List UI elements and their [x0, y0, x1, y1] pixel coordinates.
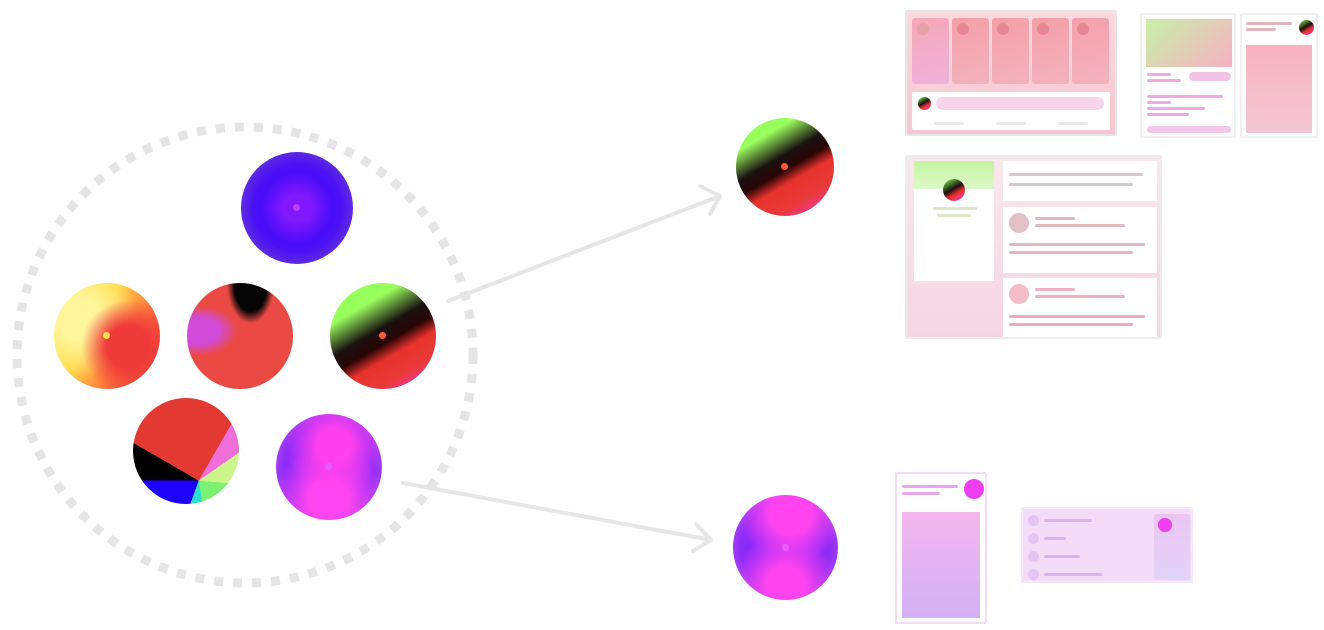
mockup-product-image	[1146, 19, 1232, 67]
mockup-text-line	[902, 485, 958, 488]
mockup-post-card	[1003, 207, 1157, 273]
mockup-text-line	[1147, 95, 1223, 98]
mockup-nav-line	[996, 122, 1026, 125]
palette-orb-green	[330, 283, 436, 389]
arrow-to-green-theme	[446, 184, 722, 303]
orb-center-dot	[103, 332, 110, 339]
mockup-text-line	[1246, 28, 1276, 31]
mockup-text-line	[933, 207, 977, 210]
mockup-nav-line	[934, 122, 964, 125]
mockup-card-dashboard	[905, 155, 1162, 339]
mockup-text-line	[1035, 288, 1075, 291]
mockup-post-card	[1003, 278, 1157, 337]
mockup-text-line	[1147, 113, 1189, 116]
mockup-text-line	[1035, 224, 1125, 227]
palette-dashed-ring	[12, 122, 478, 588]
mockup-text-line	[1044, 519, 1092, 522]
mockup-card-profile	[1240, 13, 1318, 138]
mockup-text-line	[1009, 183, 1133, 186]
mockup-tile-dot	[1037, 23, 1049, 35]
mockup-card-list	[1021, 507, 1193, 583]
mockup-avatar-icon	[1299, 20, 1314, 35]
mockup-list-dot	[1028, 533, 1039, 544]
mockup-text-line	[1147, 79, 1181, 82]
mockup-text-line	[1044, 555, 1080, 558]
mockup-content-panel	[1246, 45, 1312, 133]
mockup-button	[1189, 72, 1231, 81]
palette-orb-purple	[276, 414, 382, 520]
mockup-nav-line	[1058, 122, 1088, 125]
palette-orb-red	[187, 283, 293, 389]
mockup-card-tiles	[905, 10, 1117, 136]
mockup-card-product	[1140, 13, 1236, 138]
mockup-text-line	[1009, 251, 1133, 254]
mockup-header-panel	[1003, 161, 1157, 201]
mockup-text-line	[1009, 173, 1143, 176]
mockup-cta-bar	[1147, 126, 1231, 133]
mockup-tile-dot	[997, 23, 1009, 35]
palette-orb-multicolor	[133, 398, 239, 504]
mockup-text-line	[937, 214, 971, 217]
mockup-text-line	[1147, 73, 1171, 76]
mockup-tile-dot	[1077, 23, 1089, 35]
mockup-list-dot	[1028, 515, 1039, 526]
mockup-content-panel	[902, 512, 980, 618]
target-orb-purple	[733, 495, 838, 600]
mockup-text-line	[1147, 101, 1171, 104]
mockup-post-avatar	[1009, 284, 1029, 304]
target-orb-green	[736, 118, 834, 216]
mockup-list-dot	[1028, 569, 1039, 580]
palette-orb-blue	[241, 152, 353, 264]
mockup-text-line	[1009, 243, 1145, 246]
mockup-tile-dot	[917, 23, 929, 35]
mockup-avatar-icon	[918, 97, 931, 110]
orb-center-dot	[293, 204, 300, 211]
mockup-text-line	[1044, 537, 1066, 540]
mockup-avatar-icon	[943, 179, 965, 201]
mockup-text-line	[1035, 295, 1125, 298]
mockup-text-line	[1009, 323, 1133, 326]
mockup-text-line	[902, 492, 940, 495]
mockup-tile-dot	[957, 23, 969, 35]
orb-center-dot	[781, 163, 788, 170]
mockup-text-line	[1147, 107, 1205, 110]
mockup-avatar-icon	[1158, 518, 1172, 532]
arrow-to-purple-theme	[401, 481, 713, 553]
mockup-text-line	[1044, 573, 1102, 576]
orb-center-dot	[379, 332, 386, 339]
mockup-post-avatar	[1009, 213, 1029, 233]
orb-center-dot	[325, 463, 332, 470]
mockup-card-mobile	[895, 472, 987, 624]
mockup-text-line	[1246, 22, 1292, 25]
mockup-text-line	[1009, 315, 1145, 318]
mockup-input-bar	[936, 97, 1104, 110]
mockup-text-line	[1035, 217, 1075, 220]
orb-center-dot	[781, 543, 789, 551]
mockup-list-dot	[1028, 551, 1039, 562]
mockup-avatar-icon	[964, 479, 984, 499]
palette-orb-yellow	[54, 283, 160, 389]
